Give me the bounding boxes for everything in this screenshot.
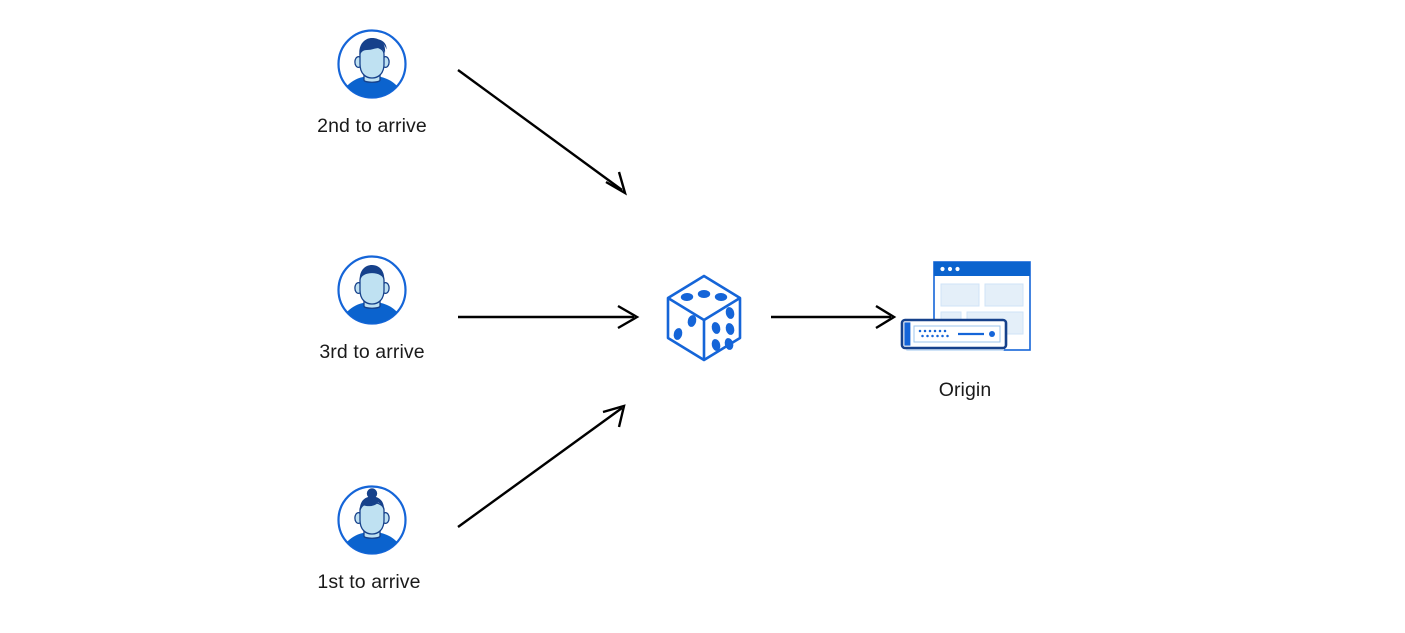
arrow-dice-to-origin	[771, 304, 897, 330]
node-label: 2nd to arrive	[317, 115, 427, 137]
user-avatar-icon	[334, 252, 410, 328]
arrow-3rd-to-dice	[458, 304, 640, 330]
dice-cube-icon	[662, 272, 746, 364]
user-avatar-icon	[334, 26, 410, 102]
arrow-1st-to-dice	[457, 404, 626, 528]
node-label: Origin	[938, 379, 992, 401]
node-origin: Origin	[896, 258, 1036, 401]
node-dice	[662, 272, 746, 364]
arrow-2nd-to-dice	[457, 69, 627, 196]
node-label: 1st to arrive	[317, 571, 421, 593]
server-device	[900, 318, 1008, 351]
origin-server-icon	[896, 258, 1036, 368]
user-avatar-icon	[334, 482, 410, 558]
node-label: 3rd to arrive	[319, 341, 425, 363]
